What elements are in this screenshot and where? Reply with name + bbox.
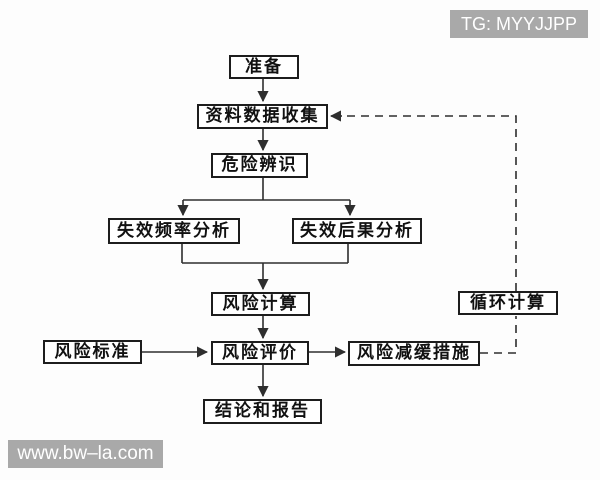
node-risk-evaluation: 风险评价	[211, 341, 309, 365]
node-risk-mitigation-measures: 风险减缓措施	[348, 341, 480, 366]
tg-watermark-badge: TG: MYYJJPP	[450, 10, 588, 38]
edge-loop-upper	[342, 115, 517, 291]
node-risk-criteria: 风险标准	[43, 340, 142, 364]
node-prepare: 准备	[229, 55, 299, 79]
node-loop-calculation: 循环计算	[458, 291, 558, 315]
node-conclusion-report: 结论和报告	[203, 399, 322, 424]
node-risk-calculation: 风险计算	[211, 292, 310, 316]
site-watermark: www.bw–la.com	[8, 440, 163, 468]
edge-analyses-merge	[181, 244, 349, 264]
edge-loop-lower	[480, 316, 517, 354]
node-data-collection: 资料数据收集	[197, 104, 328, 129]
node-failure-frequency-analysis: 失效频率分析	[108, 218, 240, 244]
node-hazard-identification: 危险辨识	[211, 153, 308, 178]
node-failure-consequence-analysis: 失效后果分析	[292, 218, 422, 244]
edge-hazard-split	[183, 178, 350, 201]
